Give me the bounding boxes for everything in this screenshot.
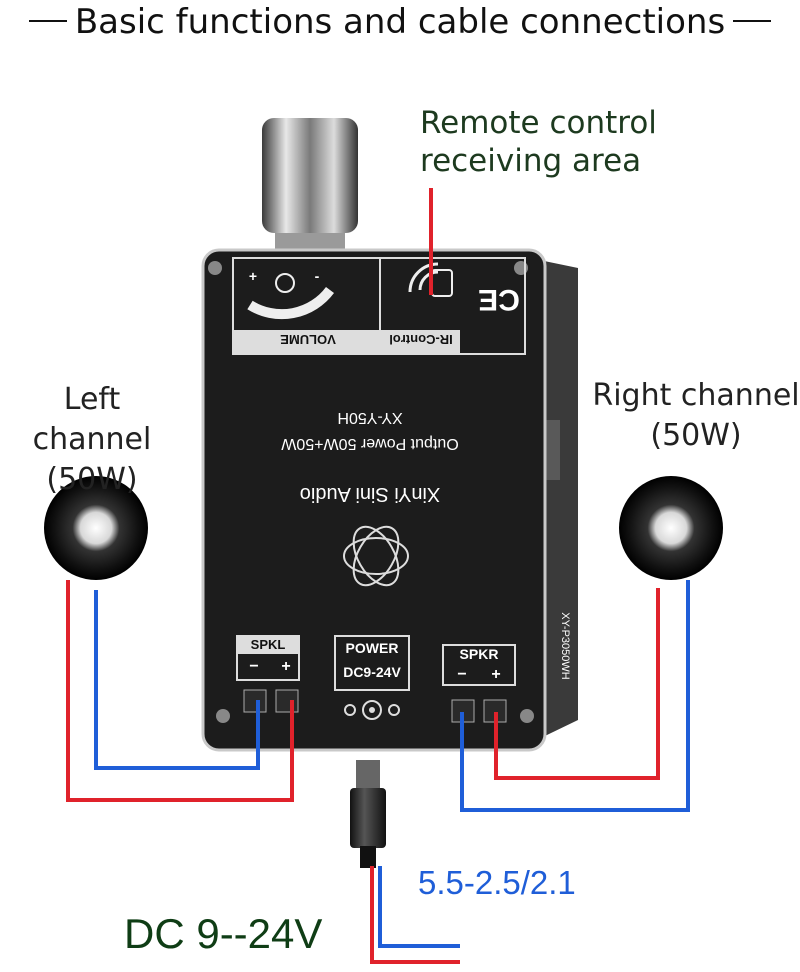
amplifier-board <box>201 248 578 752</box>
right-channel-name: Right channel <box>592 378 800 413</box>
page-title: Basic functions and cable connections <box>0 2 800 42</box>
remote-callout-line2: receiving area <box>420 143 642 179</box>
left-channel-name: Left channel <box>32 382 152 457</box>
title-left-rule <box>28 19 67 22</box>
left-speaker <box>44 476 148 580</box>
volume-minus-mark: - <box>314 268 320 284</box>
volume-label: VOLUME <box>280 332 336 347</box>
right-red-wire <box>494 588 660 780</box>
dc-range-label: DC9-24V <box>343 664 401 680</box>
title-right-rule <box>733 19 772 22</box>
spkl-minus: − <box>249 658 259 675</box>
brand-label: XinYi Sini Audio <box>299 483 441 505</box>
right-channel-label: Right channel (50W) <box>592 376 800 456</box>
power-label: POWER <box>345 640 399 656</box>
right-channel-power: (50W) <box>650 418 742 453</box>
title-text: Basic functions and cable connections <box>74 2 726 42</box>
volume-knob <box>262 118 358 255</box>
spkr-label: SPKR <box>459 646 499 662</box>
ce-mark: CE <box>478 283 520 316</box>
voltage-label: DC 9--24V <box>124 910 323 957</box>
volume-plus-mark: + <box>248 268 258 284</box>
left-red-wire <box>66 580 294 802</box>
dc-plug <box>350 760 386 868</box>
spkl-plus: + <box>281 658 291 675</box>
ir-control-label: IR-Control <box>389 332 453 347</box>
spkr-plus: + <box>491 666 501 683</box>
left-channel-power: (50W) <box>46 462 138 497</box>
plug-size-label: 5.5-2.5/2.1 <box>418 864 576 901</box>
output-power-label: Output Power 50W+50W <box>281 435 459 452</box>
power-blue-wire <box>378 866 460 948</box>
right-speaker <box>619 476 723 580</box>
left-blue-wire <box>94 590 260 770</box>
right-blue-wire <box>460 580 690 812</box>
remote-callout-line1: Remote control <box>420 105 657 141</box>
left-channel-label: Left channel (50W) <box>0 380 184 500</box>
model-label: XY-Y50H <box>337 409 403 426</box>
spkl-label: SPKL <box>250 637 286 652</box>
side-model-label: XY-P3050WH <box>559 612 571 680</box>
power-red-wire <box>370 866 460 964</box>
spkr-minus: − <box>457 666 467 683</box>
remote-callout: Remote control receiving area <box>420 104 657 180</box>
